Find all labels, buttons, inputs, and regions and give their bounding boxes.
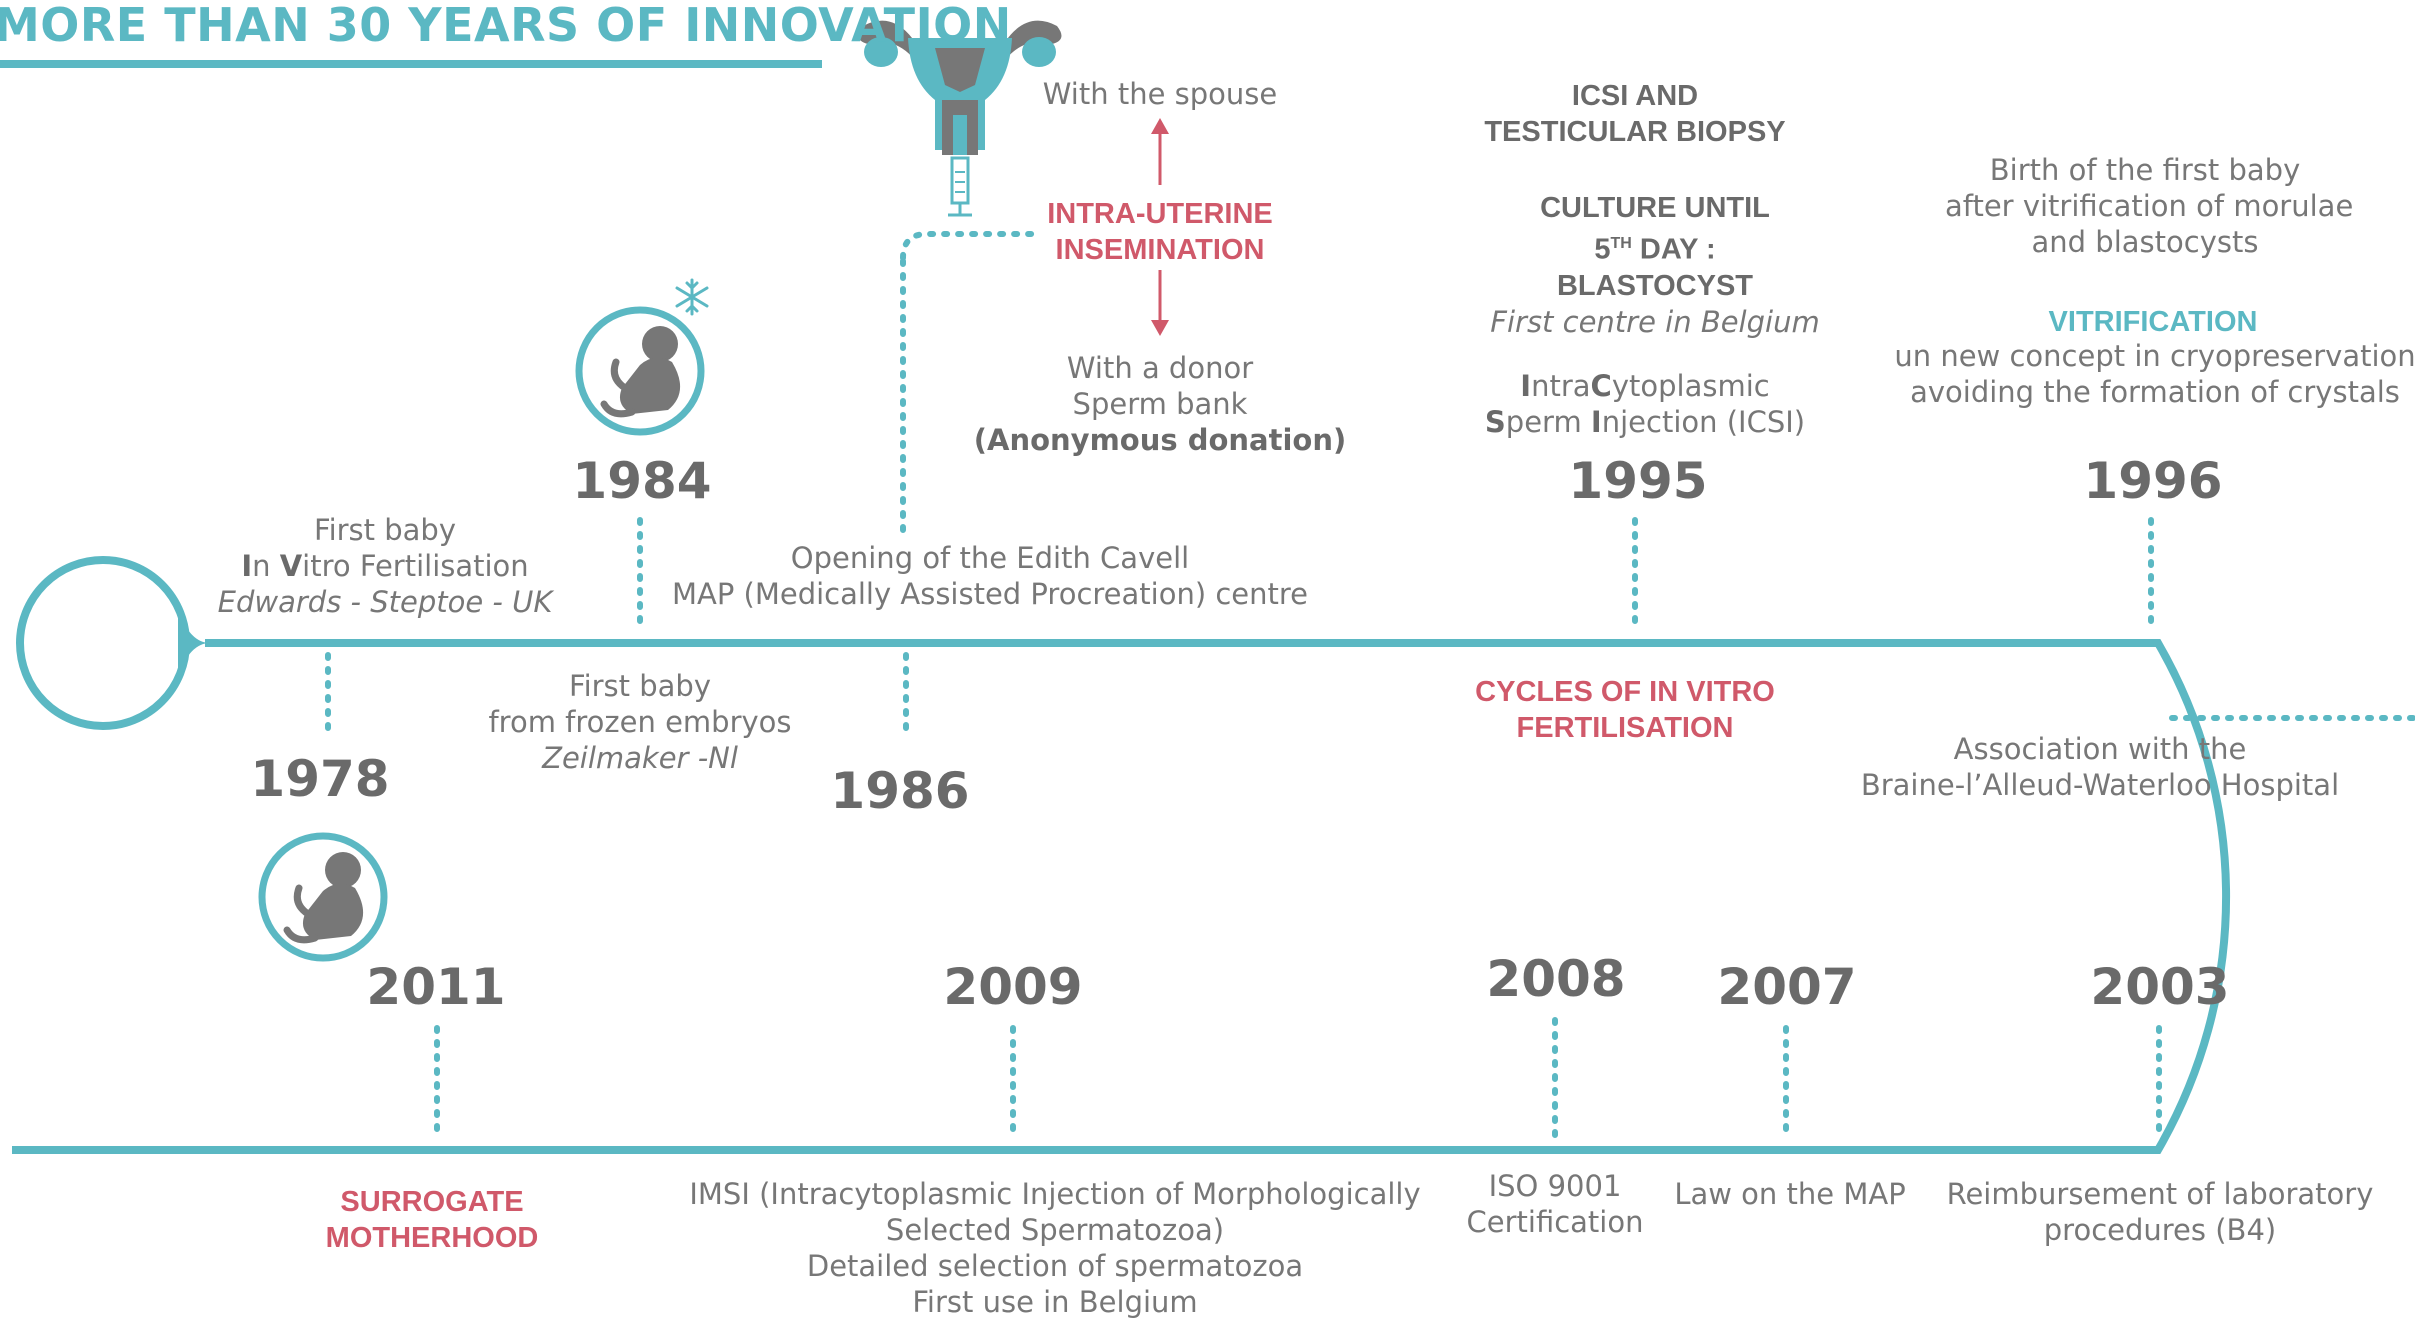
baby-icon-1984 bbox=[575, 306, 705, 436]
year-1978: 1978 bbox=[250, 750, 390, 808]
event-1986-text: Opening of the Edith Cavell MAP (Medical… bbox=[640, 540, 1340, 612]
event-2009-line-1: IMSI (Intracytoplasmic Injection of Morp… bbox=[689, 1177, 1421, 1211]
event-1995-culture: CULTURE UNTIL 5TH DAY : BLASTOCYST First… bbox=[1455, 190, 1855, 340]
event-1986-line-2: MAP (Medically Assisted Procreation) cen… bbox=[671, 577, 1309, 611]
culture-day-suffix: TH bbox=[1610, 235, 1632, 252]
culture-day-number: 5 bbox=[1594, 233, 1611, 266]
event-2007-text: Law on the MAP bbox=[1674, 1177, 1906, 1211]
iui-bottom-line-3: (Anonymous donation) bbox=[973, 423, 1347, 457]
event-2009-text: IMSI (Intracytoplasmic Injection of Morp… bbox=[655, 1176, 1455, 1320]
iui-label: INTRA-UTERINE INSEMINATION bbox=[960, 196, 1360, 268]
baby-icon-1978 bbox=[258, 832, 388, 962]
icsi-line-2: Sperm Injection (ICSI) bbox=[1484, 405, 1806, 439]
event-1996-line-3: and blastocysts bbox=[2031, 225, 2259, 259]
icsi-line-1: IntraCytoplasmic bbox=[1520, 369, 1770, 403]
uterus-syringe-icon bbox=[858, 20, 1062, 217]
dotted-connectors bbox=[325, 231, 2415, 1143]
arrow-down-icon bbox=[1151, 270, 1169, 336]
year-2011: 2011 bbox=[366, 958, 506, 1016]
culture-day-label: DAY : bbox=[1631, 233, 1716, 266]
event-1996-text: Birth of the first baby after vitrificat… bbox=[1945, 152, 2354, 260]
iui-bottom-line-1: With a donor bbox=[1066, 351, 1254, 385]
event-1978-text: First baby In Vitro Fertilisation Edward… bbox=[185, 512, 585, 620]
iui-label-line-1: INTRA-UTERINE bbox=[1047, 198, 1273, 230]
cycles-label: CYCLES OF IN VITRO FERTILISATION bbox=[1425, 674, 1825, 746]
snowflake-icon bbox=[675, 278, 709, 316]
event-2008-line-1: ISO 9001 bbox=[1488, 1169, 1622, 1203]
event-2011-line-2: MOTHERHOOD bbox=[325, 1222, 539, 1254]
year-2007: 2007 bbox=[1717, 958, 1857, 1016]
event-1978-line-2: In Vitro Fertilisation bbox=[241, 549, 529, 583]
vitrification-text: un new concept in cryopreservation avoid… bbox=[1880, 338, 2415, 410]
event-1996-line-1: Birth of the first baby bbox=[1989, 153, 2301, 187]
event-1995-heading: ICSI AND TESTICULAR BIOPSY bbox=[1440, 78, 1830, 150]
year-2003: 2003 bbox=[2090, 958, 2230, 1016]
association-line-1: Association with the bbox=[1953, 732, 2247, 766]
year-2008: 2008 bbox=[1486, 950, 1626, 1008]
event-1986-line-1: Opening of the Edith Cavell bbox=[790, 541, 1190, 575]
vitrification-line-2: avoiding the formation of crystals bbox=[1910, 375, 2400, 409]
culture-line-1: CULTURE UNTIL bbox=[1540, 192, 1770, 224]
event-1984-line-1: First baby bbox=[569, 669, 711, 703]
event-1995-icsi: IntraCytoplasmic Sperm Injection (ICSI) bbox=[1445, 368, 1845, 440]
iui-top-text: With the spouse bbox=[1042, 77, 1278, 111]
iui-label-line-2: INSEMINATION bbox=[1055, 234, 1265, 266]
vitrification-line-1: un new concept in cryopreservation bbox=[1894, 339, 2415, 373]
culture-line-4: First centre in Belgium bbox=[1490, 304, 1820, 339]
event-1996-line-2: after vitrification of morulae bbox=[1945, 189, 2354, 223]
timeline-start-circle bbox=[16, 556, 190, 730]
vitrification-title: VITRIFICATION bbox=[2048, 306, 2258, 338]
event-2011-text: SURROGATE MOTHERHOOD bbox=[232, 1184, 632, 1256]
event-1978-line-1: First baby bbox=[314, 513, 456, 547]
cycles-line-1: CYCLES OF IN VITRO bbox=[1475, 676, 1775, 708]
event-1984-line-3: Zeilmaker -Nl bbox=[542, 741, 738, 775]
event-2009-line-2: Selected Spermatozoa) bbox=[885, 1213, 1225, 1247]
association-line-2: Braine-l’Alleud-Waterloo Hospital bbox=[1860, 768, 2340, 802]
event-2003-line-2: procedures (B4) bbox=[2043, 1213, 2277, 1247]
culture-line-3: BLASTOCYST bbox=[1556, 269, 1754, 302]
arrow-up-icon bbox=[1151, 118, 1169, 185]
page-title: MORE THAN 30 YEARS OF INNOVATION bbox=[0, 0, 1012, 52]
year-2009: 2009 bbox=[943, 958, 1083, 1016]
timeline-start-connector bbox=[178, 610, 210, 676]
event-2009-line-3: Detailed selection of spermatozoa bbox=[806, 1249, 1304, 1283]
iui-bottom-text: With a donor Sperm bank (Anonymous donat… bbox=[960, 350, 1360, 458]
year-1995: 1995 bbox=[1568, 452, 1708, 510]
year-1984: 1984 bbox=[572, 452, 712, 510]
connector-1986-curve bbox=[900, 231, 1043, 261]
event-2009-line-4: First use in Belgium bbox=[912, 1285, 1198, 1319]
icsi-heading-line-2: TESTICULAR BIOPSY bbox=[1484, 116, 1786, 148]
iui-bottom-line-2: Sperm bank bbox=[1072, 387, 1248, 421]
association-text: Association with the Braine-l’Alleud-Wat… bbox=[1840, 731, 2360, 803]
icsi-heading-line-1: ICSI AND bbox=[1571, 80, 1699, 112]
timeline-main-line bbox=[12, 639, 2230, 1154]
event-2003-line-1: Reimbursement of laboratory bbox=[1946, 1177, 2374, 1211]
year-1996: 1996 bbox=[2083, 452, 2223, 510]
event-1984-text: First baby from frozen embryos Zeilmaker… bbox=[440, 668, 840, 776]
cycles-line-2: FERTILISATION bbox=[1516, 712, 1734, 744]
event-2008-line-2: Certification bbox=[1466, 1205, 1644, 1239]
year-1986: 1986 bbox=[830, 762, 970, 820]
event-2011-line-1: SURROGATE bbox=[340, 1186, 524, 1218]
event-2003-text: Reimbursement of laboratory procedures (… bbox=[1940, 1176, 2380, 1248]
event-1984-line-2: from frozen embryos bbox=[488, 705, 792, 739]
event-2008-text: ISO 9001 Certification bbox=[1435, 1168, 1675, 1240]
culture-line-2: 5TH DAY : bbox=[1455, 226, 1855, 268]
event-1978-line-3: Edwards - Steptoe - UK bbox=[217, 585, 553, 619]
